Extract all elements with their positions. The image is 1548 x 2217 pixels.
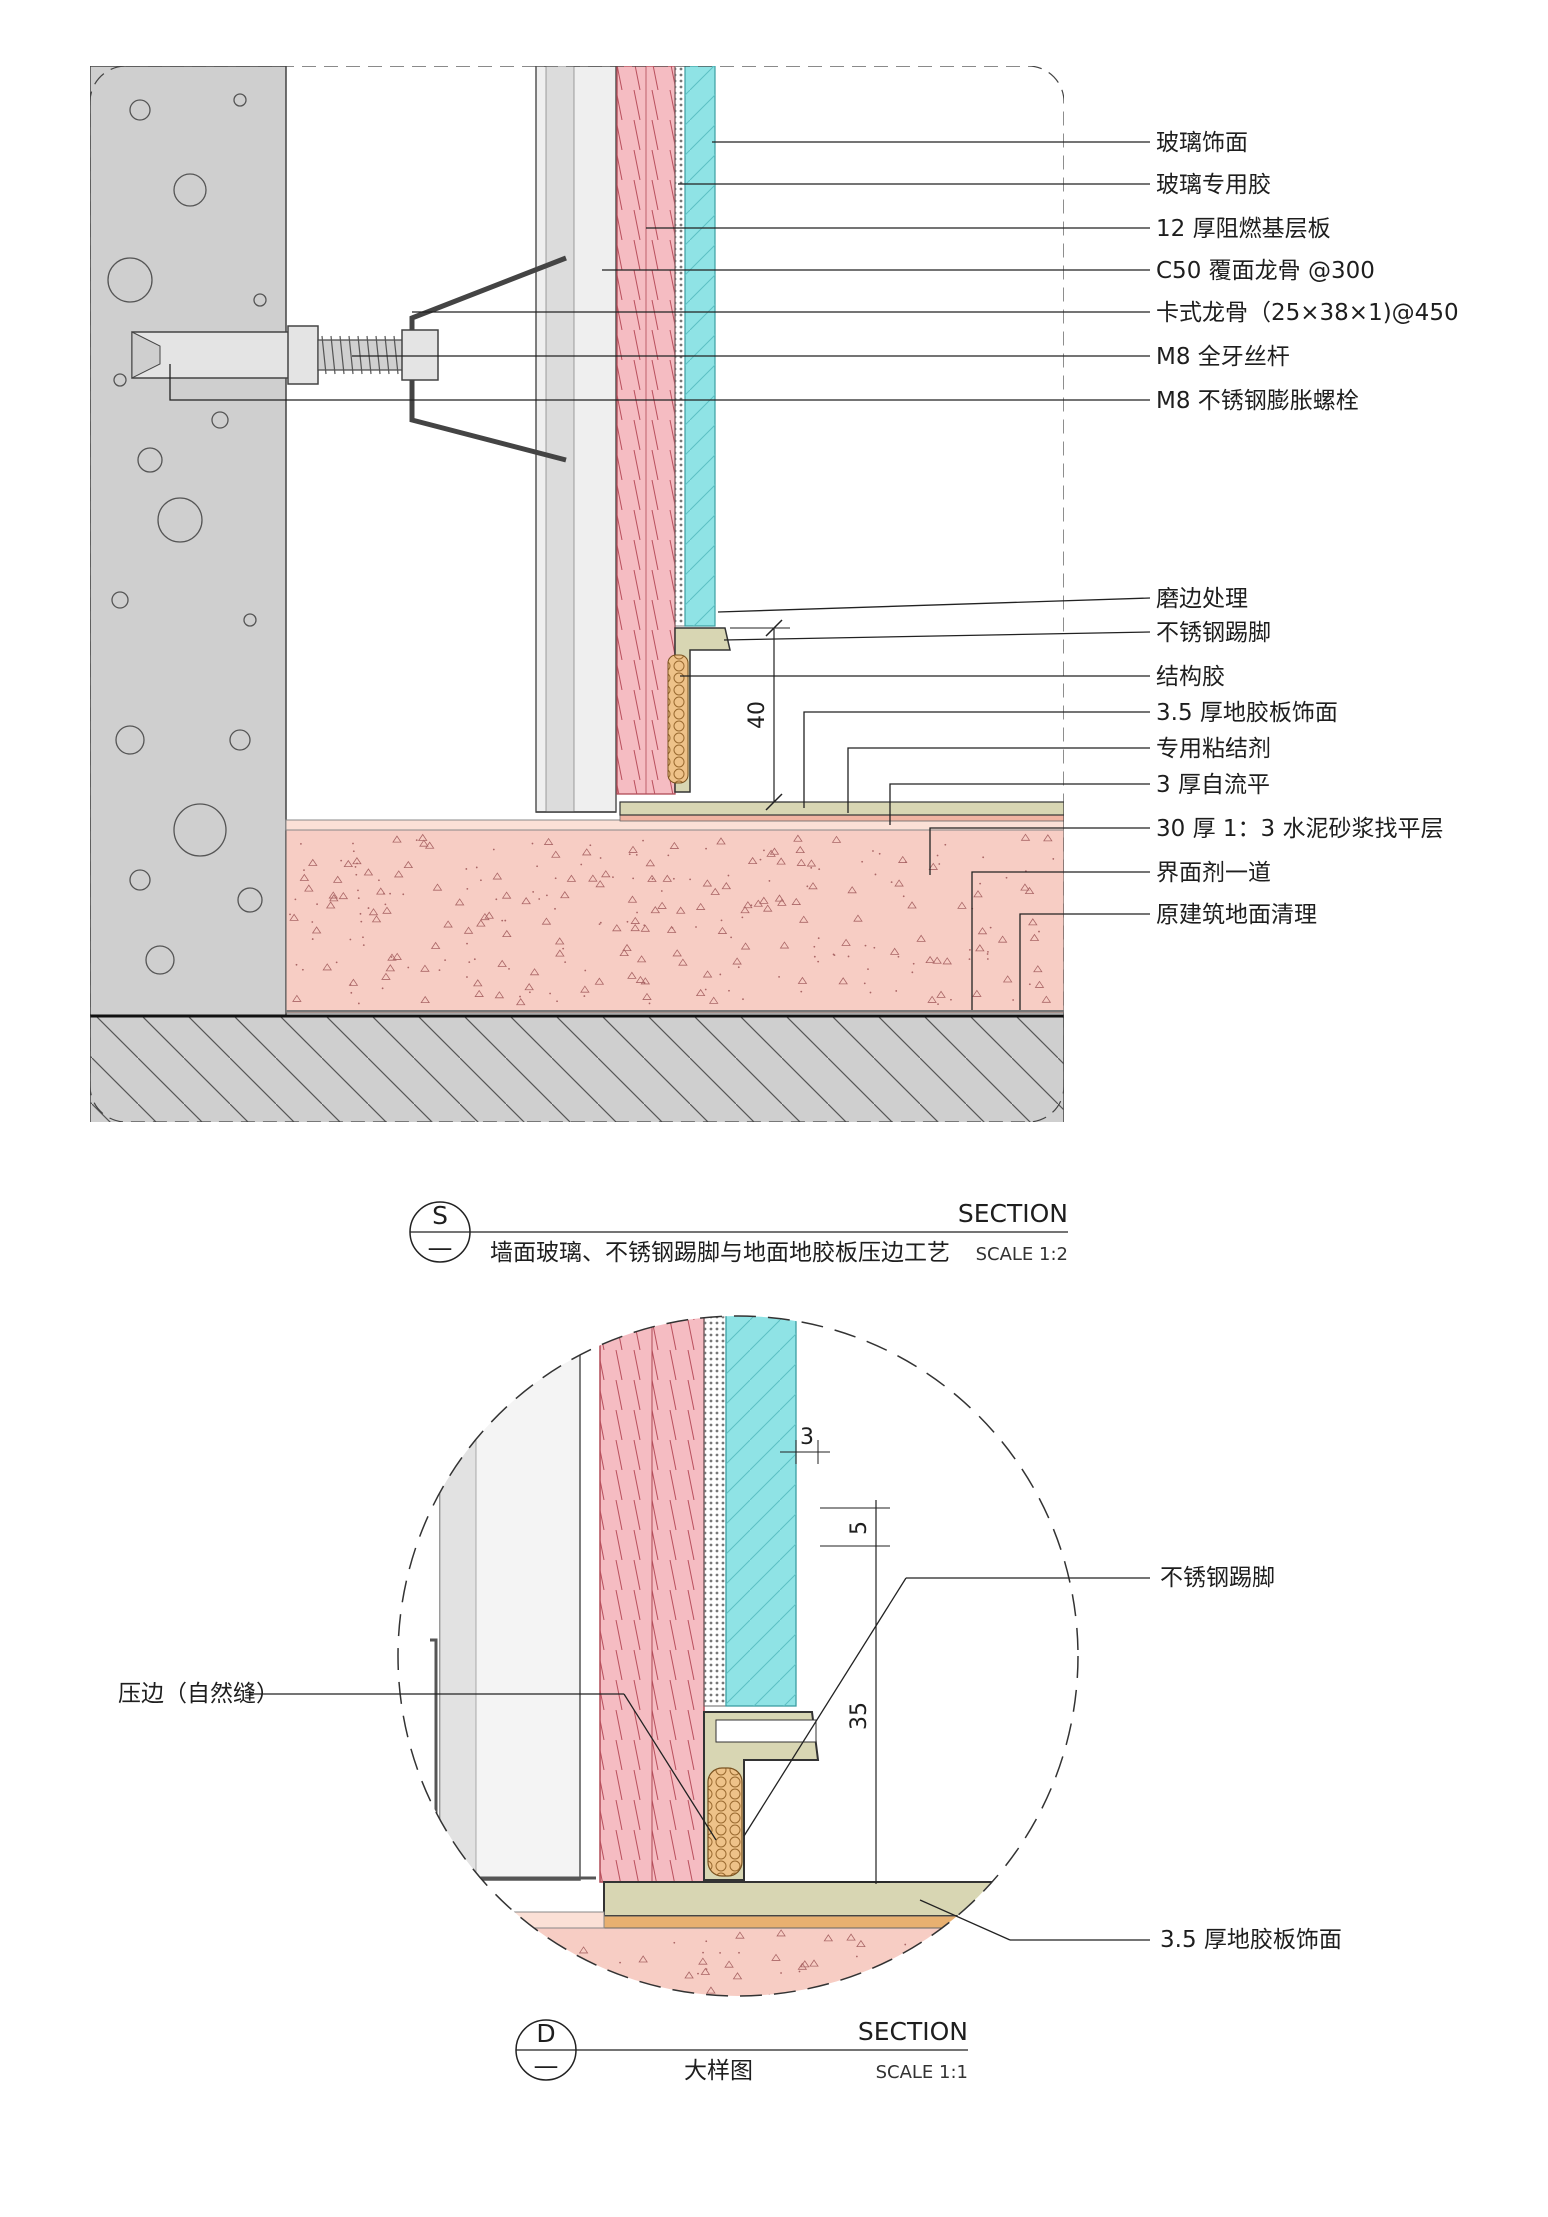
aggregate-stone: [173, 173, 207, 207]
label-12: 专用粘结剂: [1156, 736, 1271, 762]
aggregate-stone: [243, 613, 257, 627]
title2-name: 大样图: [684, 2058, 753, 2084]
glass-adhesive: [674, 66, 686, 627]
label-10: 结构胶: [1156, 664, 1225, 690]
aggregate-stone: [229, 729, 251, 751]
dimension-3-text: 3: [800, 1425, 814, 1450]
leader-1: 玻璃饰面: [712, 130, 1248, 156]
screed-d2: [398, 1927, 1078, 1996]
leader-9: 不锈钢踢脚: [723, 620, 1271, 646]
aggregate-stone: [129, 99, 151, 121]
leader-3: 12 厚阻燃基层板: [646, 216, 1331, 242]
label-11: 3.5 厚地胶板饰面: [1156, 700, 1338, 726]
leader-6: M8 全牙丝杆: [352, 344, 1290, 370]
title1-scale: SCALE 1:2: [976, 1244, 1068, 1265]
aggregate-stone: [137, 447, 163, 473]
leader-8: 磨边处理: [717, 586, 1248, 613]
leader-13: 3 厚自流平: [889, 772, 1270, 825]
label-15: 界面剂一道: [1156, 860, 1271, 886]
wall-aggregate: [107, 93, 267, 975]
dimension-5-35: 5 35: [820, 1500, 890, 1884]
label-14: 30 厚 1：3 水泥砂浆找平层: [1156, 816, 1443, 842]
leader-15: 界面剂一道: [971, 860, 1271, 1010]
leader-4: C50 覆面龙骨 @300: [602, 258, 1375, 284]
mortar-screed: [285, 829, 1064, 1014]
structural-glue-d2: [707, 1767, 743, 1877]
detail-section-1: [90, 66, 1064, 1122]
title-block-1: S — SECTION 墙面玻璃、不锈钢踢脚与地面地胶板压边工艺 SCALE 1…: [409, 1199, 1068, 1266]
label-13: 3 厚自流平: [1156, 772, 1270, 798]
leader-11: 3.5 厚地胶板饰面: [803, 700, 1338, 808]
title1-symbol-bottom: —: [428, 1233, 453, 1262]
aggregate-stone: [111, 591, 129, 609]
dimension-5-text: 5: [847, 1521, 872, 1535]
aggregate-stone: [237, 887, 263, 913]
title2-symbol-top: D: [536, 2019, 555, 2048]
aggregate-stone: [173, 803, 227, 857]
label-5: 卡式龙骨（25×38×1)@450: [1156, 300, 1459, 326]
dimension-35-text: 35: [847, 1702, 872, 1730]
dimension-40: 40: [730, 619, 790, 811]
label-7: M8 不锈钢膨胀螺栓: [1156, 388, 1359, 414]
vinyl-floor: [619, 801, 1064, 816]
leader-2: 玻璃专用胶: [678, 172, 1271, 198]
leader-5: 卡式龙骨（25×38×1)@450: [412, 300, 1459, 326]
title2-symbol-bottom: —: [534, 2051, 559, 2080]
aggregate-stone: [211, 411, 229, 429]
aggregate-stone: [115, 725, 145, 755]
title1-name: 墙面玻璃、不锈钢踢脚与地面地胶板压边工艺: [490, 1240, 950, 1266]
detail-circle: [397, 1315, 1079, 1997]
leader-skirting-d2: 不锈钢踢脚: [743, 1565, 1275, 1837]
leader-floor-d2: 3.5 厚地胶板饰面: [919, 1899, 1342, 1953]
label-3: 12 厚阻燃基层板: [1156, 216, 1331, 242]
title2-scale: SCALE 1:1: [876, 2062, 968, 2083]
leader-10: 结构胶: [680, 664, 1225, 690]
label-9: 不锈钢踢脚: [1156, 620, 1271, 646]
aggregate-stone: [145, 945, 175, 975]
label-1: 玻璃饰面: [1156, 130, 1248, 156]
label-6: M8 全牙丝杆: [1156, 344, 1290, 370]
vinyl-d2: [603, 1881, 1078, 1917]
aggregate-stone: [157, 497, 203, 543]
aggregate-stone: [253, 293, 267, 307]
title1-symbol-top: S: [432, 1201, 448, 1230]
leader-14: 30 厚 1：3 水泥砂浆找平层: [929, 816, 1443, 875]
stainless-skirting: [674, 627, 731, 793]
leader-12: 专用粘结剂: [847, 736, 1271, 813]
label-16: 原建筑地面清理: [1156, 902, 1317, 928]
expansion-bolt: [131, 325, 439, 385]
aggregate-stone: [233, 93, 247, 107]
self-leveling: [619, 814, 1064, 822]
dimension-40-text: 40: [745, 701, 770, 729]
screed-speckle: [289, 833, 1055, 1006]
dimension-3: 3: [780, 1425, 830, 1464]
leader-16: 原建筑地面清理: [1019, 902, 1317, 1010]
label-floor-d2: 3.5 厚地胶板饰面: [1160, 1927, 1342, 1953]
leader-edge-d2: 压边（自然缝）: [118, 1681, 717, 1841]
label-2: 玻璃专用胶: [1156, 172, 1271, 198]
detail-section-2: 3 5 35 不锈钢踢脚 压边（自然缝） 3.5 厚地胶板饰面: [118, 1315, 1342, 1997]
title1-section: SECTION: [958, 1199, 1068, 1228]
aggregate-stone: [129, 869, 151, 891]
glass-adhesive-d2: [703, 1316, 727, 1707]
label-skirting-d2: 不锈钢踢脚: [1160, 1565, 1275, 1591]
aggregate-stone: [113, 373, 127, 387]
structural-glue: [667, 654, 689, 784]
leader-7: M8 不锈钢膨胀螺栓: [169, 364, 1359, 414]
label-edge-d2: 压边（自然缝）: [118, 1681, 279, 1707]
structural-floor-hatch: [90, 1016, 1064, 1122]
label-4: C50 覆面龙骨 @300: [1156, 258, 1375, 284]
title-block-2: D — SECTION 大样图 SCALE 1:1: [515, 2017, 968, 2084]
title2-section: SECTION: [858, 2017, 968, 2046]
label-8: 磨边处理: [1156, 586, 1248, 612]
aggregate-stone: [107, 257, 153, 303]
